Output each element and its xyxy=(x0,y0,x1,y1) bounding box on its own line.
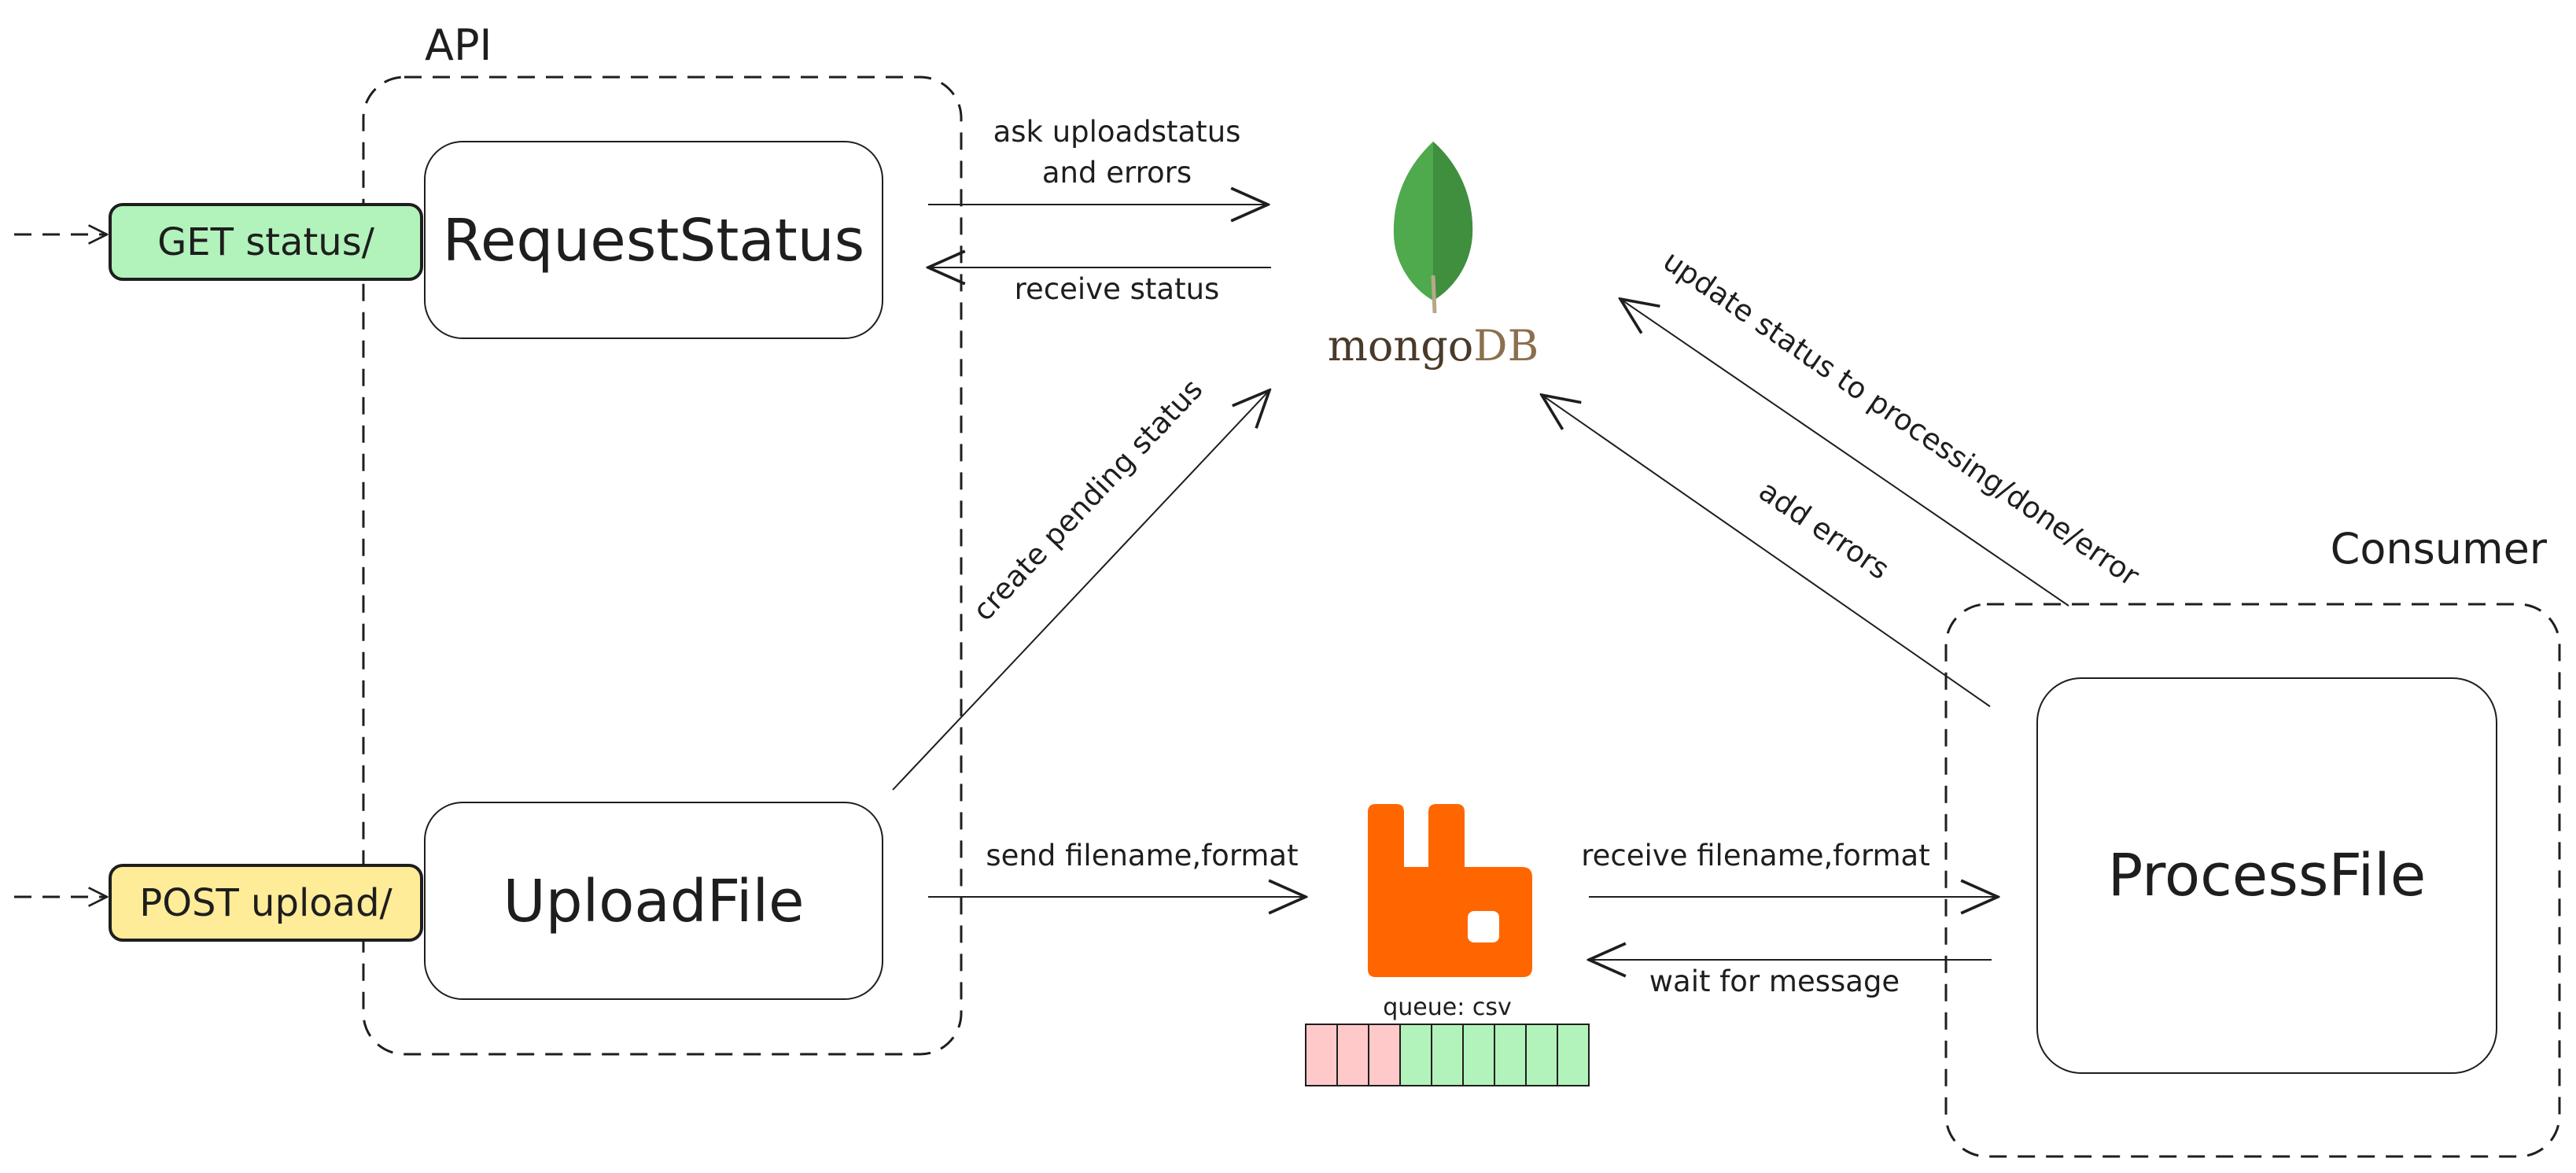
wait-message-label: wait for message xyxy=(1649,965,1900,998)
add-errors-label: add errors xyxy=(1752,474,1895,586)
request-status-label: RequestStatus xyxy=(443,207,864,275)
post-upload-endpoint[interactable] xyxy=(109,864,423,942)
api-group-border xyxy=(362,76,963,1056)
add-errors-arrow xyxy=(1542,395,1991,707)
mongodb-logo: mongoDB xyxy=(1328,142,1539,371)
queue-cell-ok xyxy=(1494,1024,1527,1086)
update-status-label: update status to processing/done/error xyxy=(1657,244,2146,593)
mongodb-leaf-stem xyxy=(1431,275,1437,314)
queue-cell-ok xyxy=(1525,1024,1558,1086)
queue-cell-error xyxy=(1336,1024,1369,1086)
create-pending-arrow xyxy=(892,390,1270,791)
queue-cells xyxy=(1305,1024,1590,1086)
process-file-box[interactable] xyxy=(2036,677,2497,1074)
upload-file-label: UploadFile xyxy=(503,868,804,935)
receive-filename-label: receive filename,format xyxy=(1581,839,1929,872)
queue-cell-ok xyxy=(1431,1024,1464,1086)
upload-file-box[interactable] xyxy=(424,802,883,1000)
ask-status-label-line1: ask uploadstatus xyxy=(993,115,1241,149)
create-pending-label: create pending status xyxy=(966,372,1209,627)
send-filename-label: send filename,format xyxy=(986,839,1298,872)
consumer-group-border xyxy=(1944,603,2561,1158)
api-group-label: API xyxy=(425,20,492,70)
queue-cell-error xyxy=(1305,1024,1338,1086)
queue-cell-ok xyxy=(1557,1024,1590,1086)
post-upload-label: POST upload/ xyxy=(139,881,392,925)
rabbitmq-logo-icon xyxy=(1368,804,1532,977)
queue-cell-ok xyxy=(1462,1024,1495,1086)
queue-cell-ok xyxy=(1399,1024,1432,1086)
mongodb-leaf-shade xyxy=(1433,142,1473,301)
queue-cell-error xyxy=(1368,1024,1401,1086)
ask-status-label-line2: and errors xyxy=(1042,156,1192,190)
consumer-group-label: Consumer xyxy=(2331,524,2548,574)
get-status-label: GET status/ xyxy=(157,220,375,264)
receive-status-label: receive status xyxy=(1015,272,1220,306)
get-status-endpoint[interactable] xyxy=(109,203,423,281)
process-file-label: ProcessFile xyxy=(2108,842,2427,909)
mongodb-wordmark: mongoDB xyxy=(1328,321,1539,371)
queue-label: queue: csv xyxy=(1383,994,1512,1021)
request-status-box[interactable] xyxy=(424,141,883,339)
update-status-arrow xyxy=(1620,299,2069,607)
